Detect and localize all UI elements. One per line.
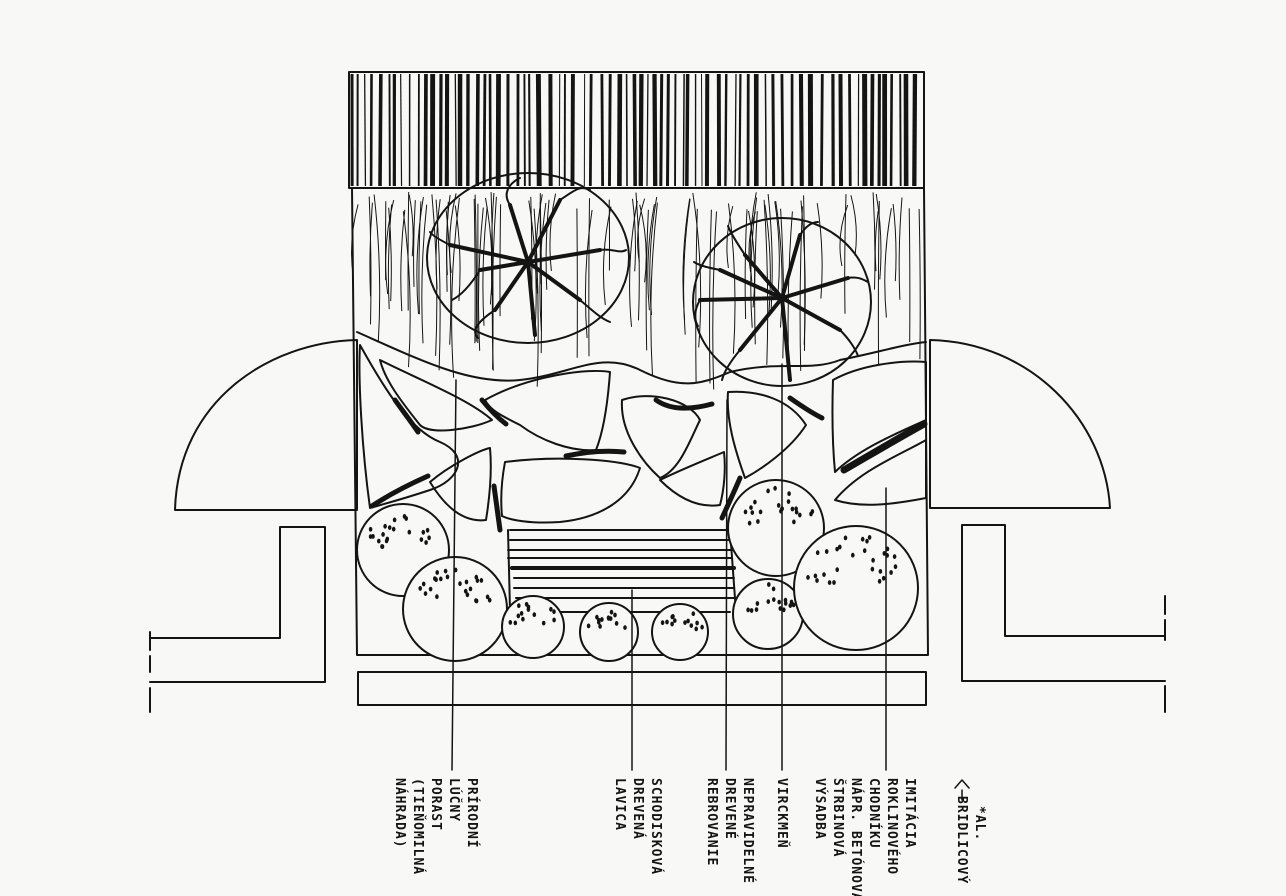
right-semicircle-planter [929,339,1111,509]
svg-text:ROKLINOVÉHO: ROKLINOVÉHO [884,778,900,875]
tree-left [426,172,630,344]
svg-text:DREVENÉ: DREVENÉ [722,778,738,840]
hatched-plantings [369,395,928,533]
svg-text:VÝSADBA: VÝSADBA [812,778,828,840]
svg-text:REBROVANIE: REBROVANIE [704,778,719,866]
label-rock: IMITÁCIA ROKLINOVÉHO CHODNÍKU NÁPR. BETÓ… [812,778,918,896]
svg-text:DREVENÁ: DREVENÁ [630,778,646,840]
shrub-circles [356,479,919,662]
hedge-strip-frame [348,71,925,189]
label-maple: VIRCKMEŇ [774,778,790,849]
svg-text:IMITÁCIA: IMITÁCIA [902,778,918,849]
svg-text:ŠTRBINOVÁ: ŠTRBINOVÁ [830,778,846,857]
right-l-wall [961,524,1166,682]
svg-text:SCHODISKOVÁ: SCHODISKOVÁ [648,778,664,875]
hedge-vertical-strokes [350,73,918,187]
label-ribs: NEPRAVIDELNÉ DREVENÉ REBROVANIE [704,778,756,884]
svg-text:NÁHRADA): NÁHRADA) [392,778,408,849]
grass-strokes [351,191,921,390]
left-l-wall [149,526,326,683]
svg-text:NEPRAVIDELNÉ: NEPRAVIDELNÉ [740,778,756,884]
rock-ravine-shapes [356,331,927,524]
label-bench: SCHODISKOVÁ DREVENÁ LAVICA [612,778,664,875]
svg-text:CHODNÍKU: CHODNÍKU [866,778,882,849]
label-slate: *AL. BRIDLICOVÝ [954,796,987,884]
svg-text:PRÍRODNÍ: PRÍRODNÍ [464,778,480,849]
left-semicircle-planter [174,339,358,511]
svg-text:PORAST: PORAST [428,778,443,831]
svg-text:BRIDLICOVÝ: BRIDLICOVÝ [954,796,970,884]
bottom-step-strip [357,671,927,706]
svg-text:LAVICA: LAVICA [612,778,627,831]
svg-text:(TIEŇOMILNÁ: (TIEŇOMILNÁ [410,778,426,875]
svg-text:VIRCKMEŇ: VIRCKMEŇ [774,778,790,849]
label-meadow: PRÍRODNÍ LÚČNY PORAST (TIEŇOMILNÁ NÁHRAD… [392,778,480,875]
svg-text:LÚČNY: LÚČNY [446,778,462,822]
svg-text:NÁPR. BETÓNOVÁ: NÁPR. BETÓNOVÁ [848,778,864,896]
leader-lines [451,363,970,801]
svg-text:*AL.: *AL. [972,806,987,841]
